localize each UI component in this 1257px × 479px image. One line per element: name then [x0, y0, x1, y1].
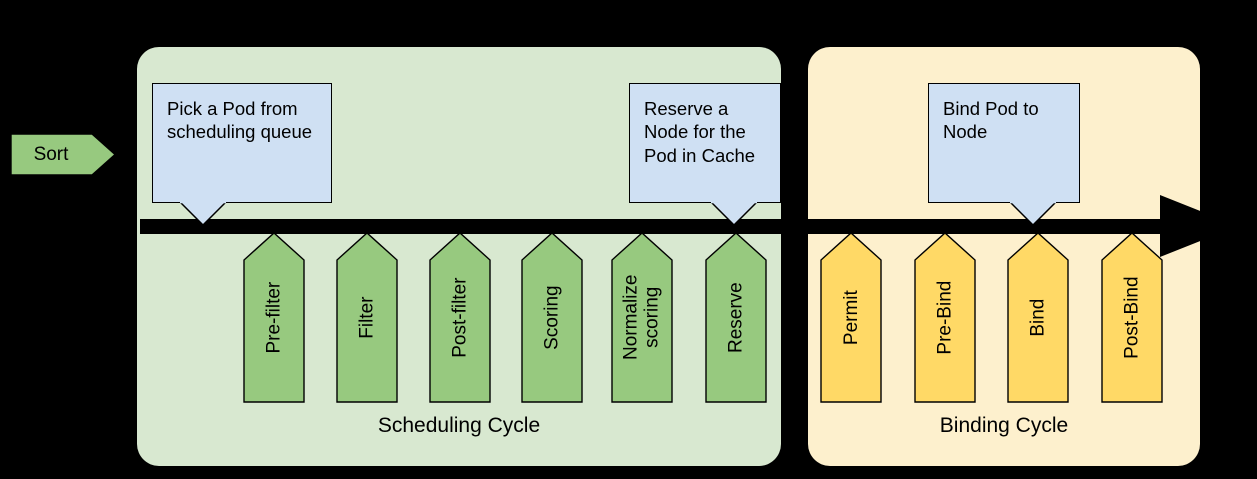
- stage-arrow-bind[interactable]: Bind: [1007, 232, 1069, 403]
- callout-pointer-icon: [711, 202, 757, 226]
- callout-pointer-icon: [1010, 202, 1056, 226]
- callout-reserve-node: Reserve a Node for the Pod in Cache: [629, 83, 781, 226]
- stage-arrow-post-bind[interactable]: Post-Bind: [1101, 232, 1163, 403]
- callout-pointer-icon: [180, 202, 226, 226]
- stage-arrow-scoring[interactable]: Scoring: [521, 232, 583, 403]
- sort-stage-arrow: [10, 133, 116, 176]
- stage-arrow-post-filter[interactable]: Post-filter: [429, 232, 491, 403]
- stage-arrow-reserve[interactable]: Reserve: [705, 232, 767, 403]
- stage-arrow-permit[interactable]: Permit: [820, 232, 882, 403]
- callout-pick-pod: Pick a Pod from scheduling queue: [152, 83, 332, 226]
- timeline-arrowhead-icon: [1160, 195, 1238, 257]
- stage-arrow-normalize-scoring[interactable]: Normalize scoring: [611, 232, 673, 403]
- scheduling-cycle-caption: Scheduling Cycle: [377, 414, 541, 437]
- scheduler-timeline-bar: [140, 219, 1164, 234]
- stage-arrow-pre-filter[interactable]: Pre-filter: [243, 232, 305, 403]
- callout-text: Pick a Pod from scheduling queue: [152, 83, 332, 203]
- binding-cycle-caption: Binding Cycle: [939, 414, 1069, 437]
- callout-text: Reserve a Node for the Pod in Cache: [629, 83, 781, 203]
- callout-text: Bind Pod to Node: [928, 83, 1080, 203]
- callout-bind-pod: Bind Pod to Node: [928, 83, 1080, 226]
- stage-arrow-filter[interactable]: Filter: [336, 232, 398, 403]
- stage-arrow-pre-bind[interactable]: Pre-Bind: [914, 232, 976, 403]
